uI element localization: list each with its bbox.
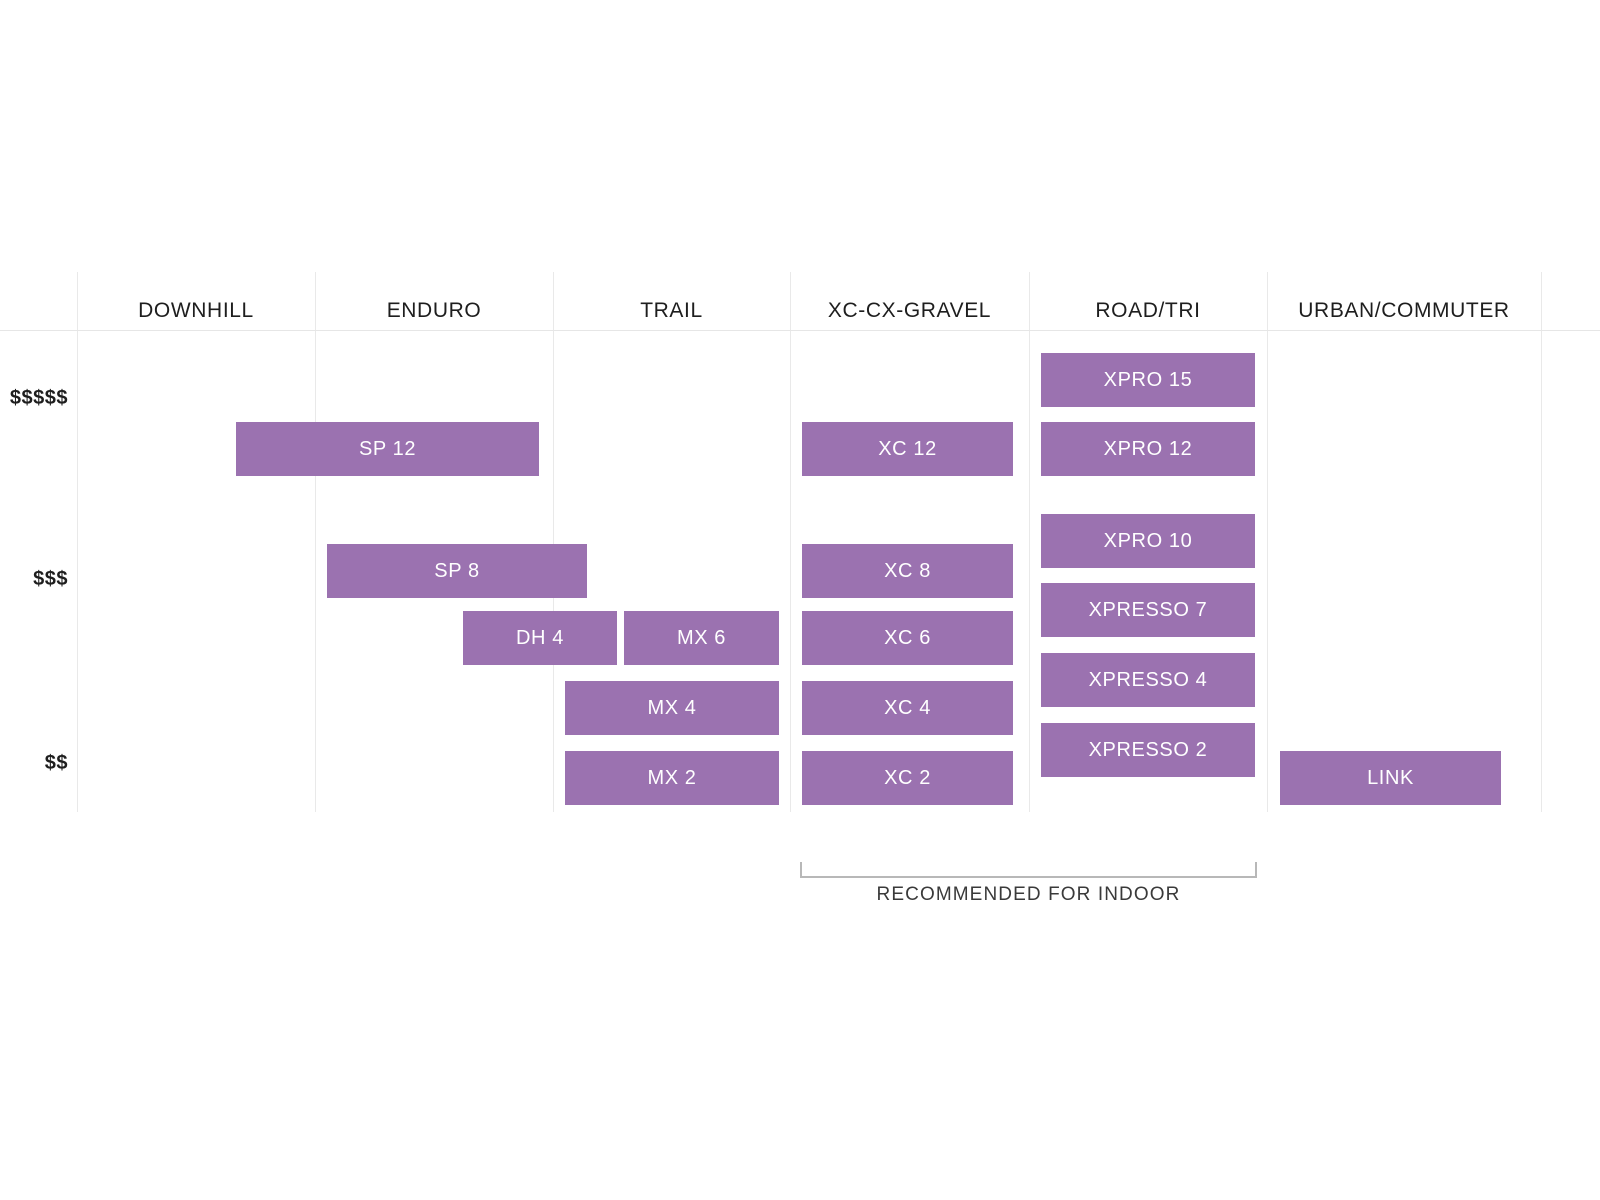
grid-line-vertical — [1267, 272, 1268, 812]
column-header-downhill: DOWNHILL — [138, 299, 254, 322]
bar-label: XPRESSO 2 — [1088, 738, 1208, 761]
bar-label: XC 8 — [884, 559, 931, 582]
column-header-xc-cx-gravel: XC-CX-GRAVEL — [827, 299, 992, 322]
bar-label: XPRESSO 7 — [1088, 598, 1208, 621]
bar-label: XC 2 — [884, 766, 931, 789]
bar-mx-2[interactable]: MX 2 — [565, 751, 779, 805]
bar-label: MX 4 — [647, 696, 697, 719]
bar-label: SP 8 — [434, 559, 480, 582]
bar-xpresso-7[interactable]: XPRESSO 7 — [1041, 583, 1255, 637]
bar-xc-4[interactable]: XC 4 — [802, 681, 1013, 735]
grid-line-vertical — [1029, 272, 1030, 812]
column-header-trail: TRAIL — [640, 299, 703, 322]
grid-line-vertical — [553, 272, 554, 812]
bar-link[interactable]: LINK — [1280, 751, 1501, 805]
bar-xc-6[interactable]: XC 6 — [802, 611, 1013, 665]
recommended-for-indoor-label: RECOMMENDED FOR INDOOR — [876, 884, 1181, 905]
grid-line-vertical — [1541, 272, 1542, 812]
bar-xpro-10[interactable]: XPRO 10 — [1041, 514, 1255, 568]
bar-xpro-15[interactable]: XPRO 15 — [1041, 353, 1255, 407]
bar-label: XC 6 — [884, 626, 931, 649]
recommended-for-indoor-bracket — [800, 862, 1257, 878]
bar-label: XC 4 — [884, 696, 931, 719]
grid-line-vertical — [315, 272, 316, 812]
column-header-road-tri: ROAD/TRI — [1095, 299, 1201, 322]
bar-mx-4[interactable]: MX 4 — [565, 681, 779, 735]
bar-label: SP 12 — [358, 437, 417, 460]
column-header-enduro: ENDURO — [386, 299, 482, 322]
bar-sp-8[interactable]: SP 8 — [327, 544, 587, 598]
bar-label: MX 2 — [647, 766, 697, 789]
bar-label: LINK — [1367, 766, 1414, 789]
price-tier-label-5: $$$$$ — [9, 387, 68, 409]
grid-line-vertical — [77, 272, 78, 812]
bar-mx-6[interactable]: MX 6 — [624, 611, 779, 665]
bar-label: XPRO 12 — [1103, 437, 1193, 460]
bar-label: XPRO 15 — [1103, 368, 1193, 391]
bar-label: DH 4 — [516, 626, 564, 649]
column-header-urban-commuter: URBAN/COMMUTER — [1298, 299, 1510, 322]
bar-xpresso-2[interactable]: XPRESSO 2 — [1041, 723, 1255, 777]
bar-label: MX 6 — [676, 626, 727, 649]
price-tier-label-3: $$$ — [33, 568, 68, 590]
bar-label: XC 12 — [878, 437, 937, 460]
bar-xc-2[interactable]: XC 2 — [802, 751, 1013, 805]
grid-line-vertical — [790, 272, 791, 812]
header-divider-line — [0, 330, 1600, 331]
bar-xc-8[interactable]: XC 8 — [802, 544, 1013, 598]
bar-xpro-12[interactable]: XPRO 12 — [1041, 422, 1255, 476]
price-tier-label-2: $$ — [44, 752, 68, 774]
bar-label: XPRESSO 4 — [1088, 668, 1208, 691]
bar-label: XPRO 10 — [1103, 529, 1193, 552]
bar-xc-12[interactable]: XC 12 — [802, 422, 1013, 476]
bar-xpresso-4[interactable]: XPRESSO 4 — [1041, 653, 1255, 707]
bar-sp-12[interactable]: SP 12 — [236, 422, 539, 476]
bar-dh-4[interactable]: DH 4 — [463, 611, 617, 665]
